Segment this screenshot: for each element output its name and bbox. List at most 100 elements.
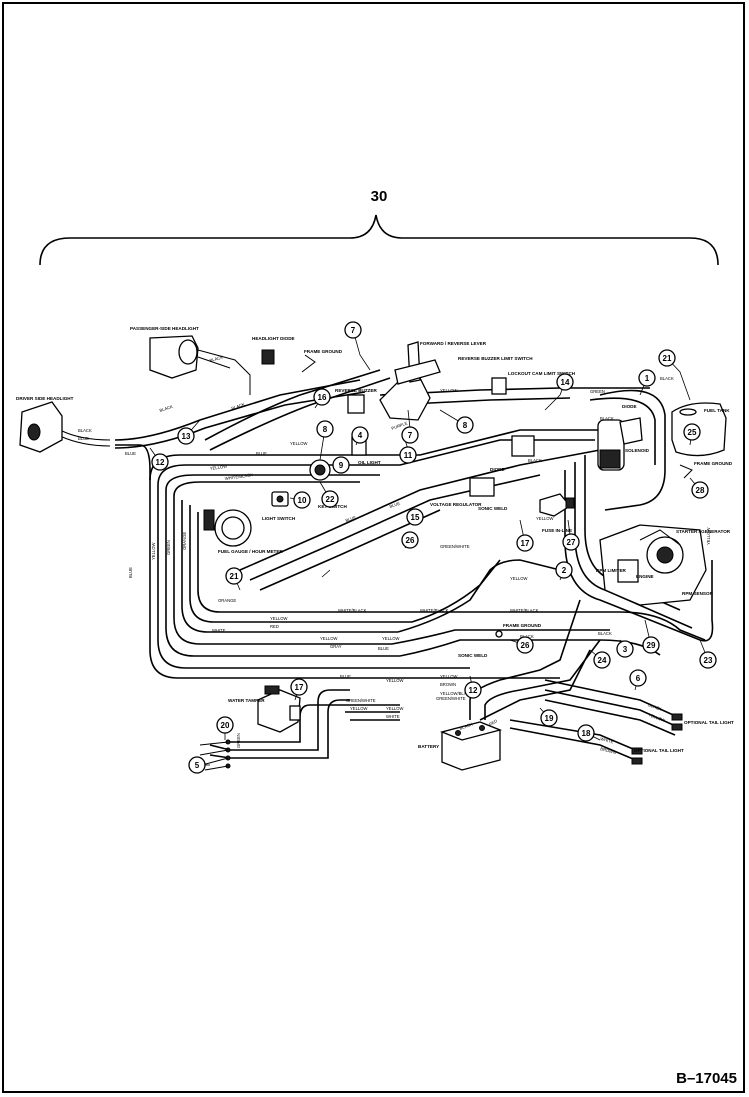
callout-17b: 17 — [290, 678, 308, 696]
callout-24: 24 — [593, 651, 611, 669]
svg-text:17: 17 — [295, 683, 304, 692]
wire-label: GRAY — [330, 644, 342, 649]
svg-text:28: 28 — [696, 486, 705, 495]
solenoid-label: SOLENOID — [625, 448, 650, 453]
opt-tail-light-2-label: OPTIONAL TAIL LIGHT — [634, 748, 684, 753]
callout-15: 15 — [406, 508, 424, 526]
svg-text:25: 25 — [688, 428, 697, 437]
water-tamper — [257, 685, 301, 733]
fwd-rev-lever-label: FORWARD / REVERSE LEVER — [420, 341, 487, 346]
wire-label: BROWN — [600, 746, 617, 755]
callout-1: 1 — [638, 369, 656, 387]
svg-text:29: 29 — [647, 641, 656, 650]
svg-text:15: 15 — [411, 513, 420, 522]
svg-text:7: 7 — [351, 326, 356, 335]
wire-label: WHITE/BLACK — [338, 608, 367, 613]
svg-text:3: 3 — [623, 645, 628, 654]
svg-text:8: 8 — [463, 421, 468, 430]
engine-label: ENGINE — [636, 574, 654, 579]
svg-text:8: 8 — [323, 425, 328, 434]
wire-label: BLACK — [459, 721, 474, 730]
sonic-weld-low-label: SONIC WELD — [458, 653, 488, 658]
callout-13: 13 — [177, 427, 195, 445]
wire-label: GREEN — [590, 389, 605, 394]
wire-label: YELLOW — [440, 674, 458, 679]
svg-text:5: 5 — [195, 761, 200, 770]
voltage-regulator — [469, 477, 495, 497]
wire-label: ORANGE — [182, 532, 187, 550]
headlight-diode — [261, 349, 275, 365]
wire-label: BLACK — [231, 401, 246, 410]
solenoid — [597, 417, 643, 471]
wire-label: YELLOW — [320, 636, 338, 641]
svg-text:11: 11 — [404, 451, 413, 460]
wire-label: WHITE/BLACK — [420, 608, 449, 613]
key-switch — [309, 459, 331, 481]
svg-text:26: 26 — [521, 641, 530, 650]
wire-label: YELLOW/BLACK — [440, 691, 473, 696]
callouts: 1 2 3 4 5 6 7 7 8 8 9 10 11 12 12 13 14 … — [151, 321, 717, 774]
callout-26a: 26 — [516, 636, 534, 654]
wire-label: BLACK — [600, 416, 614, 421]
rev-buzzer-switch-label: REVERSE BUZZER LIMIT SWITCH — [458, 356, 533, 361]
wire-label: RED — [488, 718, 498, 727]
svg-text:13: 13 — [182, 432, 191, 441]
wire-label: YELLOW — [386, 678, 404, 683]
diode-mid-label: DIODE — [490, 467, 505, 472]
svg-text:19: 19 — [545, 714, 554, 723]
wire-label: BLUE — [378, 646, 389, 651]
svg-text:20: 20 — [221, 721, 230, 730]
fuel-tank-label: FUEL TANK — [704, 408, 730, 413]
diode-mid — [511, 435, 535, 457]
forward-reverse-lever — [379, 341, 441, 421]
callout-21b: 21 — [225, 567, 243, 585]
callout-14: 14 — [556, 373, 574, 391]
wire-label: YELLOW — [510, 576, 528, 581]
drawing-id: B–17045 — [676, 1070, 737, 1087]
frame-ground-tank — [679, 464, 693, 479]
wire-label: YELLOW — [270, 616, 288, 621]
callout-27: 27 — [562, 533, 580, 551]
wire-label: YELLOW — [648, 712, 666, 723]
wire-label: GREEN/WHITE — [346, 698, 376, 703]
callout-7a: 7 — [344, 321, 362, 339]
wire-label: WHITE — [212, 628, 226, 633]
callout-10: 10 — [293, 491, 311, 509]
wire-label: BLACK — [660, 376, 674, 381]
callout-8b: 8 — [456, 416, 474, 434]
wire-label: BLACK — [528, 458, 542, 463]
group-brace — [39, 214, 719, 266]
callout-18: 18 — [577, 724, 595, 742]
battery-label: BATTERY — [418, 744, 439, 749]
wire-label: YELLOW — [350, 706, 368, 711]
callout-22: 22 — [321, 490, 339, 508]
group-callout-label: 30 — [370, 188, 388, 205]
callout-20: 20 — [216, 716, 234, 734]
headlight-diode-label: HEADLIGHT DIODE — [252, 336, 295, 341]
reverse-buzzer — [347, 394, 365, 414]
wire-label: BLUE — [125, 451, 136, 456]
starter-label: STARTER / GENERATOR — [676, 529, 731, 534]
wire-labels: BLACK BLACK BLUE BLACK BLACK BLUE BLUE Y… — [78, 355, 711, 756]
callout-2: 2 — [555, 561, 573, 579]
wire-label: WHITE/BLACK — [224, 472, 253, 481]
wire-label: YELLOW — [386, 706, 404, 711]
svg-text:10: 10 — [298, 496, 307, 505]
sonic-weld-mid-label: SONIC WELD — [478, 506, 508, 511]
svg-text:27: 27 — [567, 538, 576, 547]
wire-label: BLACK — [648, 702, 663, 711]
wire-label: GREEN — [166, 540, 171, 555]
frame-ground-tank-label: FRAME GROUND — [694, 461, 733, 466]
wire-label: YELLOW — [209, 464, 227, 471]
svg-text:7: 7 — [408, 431, 413, 440]
wire-label: YELLOW — [151, 542, 156, 560]
wire-label: BLUE — [128, 567, 133, 578]
fuse-label: FUSE IN-LINE — [542, 528, 572, 533]
wire-label: BLUE — [78, 436, 89, 441]
callout-17a: 17 — [516, 534, 534, 552]
wire-label: BLUE — [345, 515, 357, 523]
wire-label: BLUE — [340, 674, 351, 679]
frame-ground-top — [301, 354, 316, 373]
light-switch-label: LIGHT SWITCH — [262, 516, 296, 521]
